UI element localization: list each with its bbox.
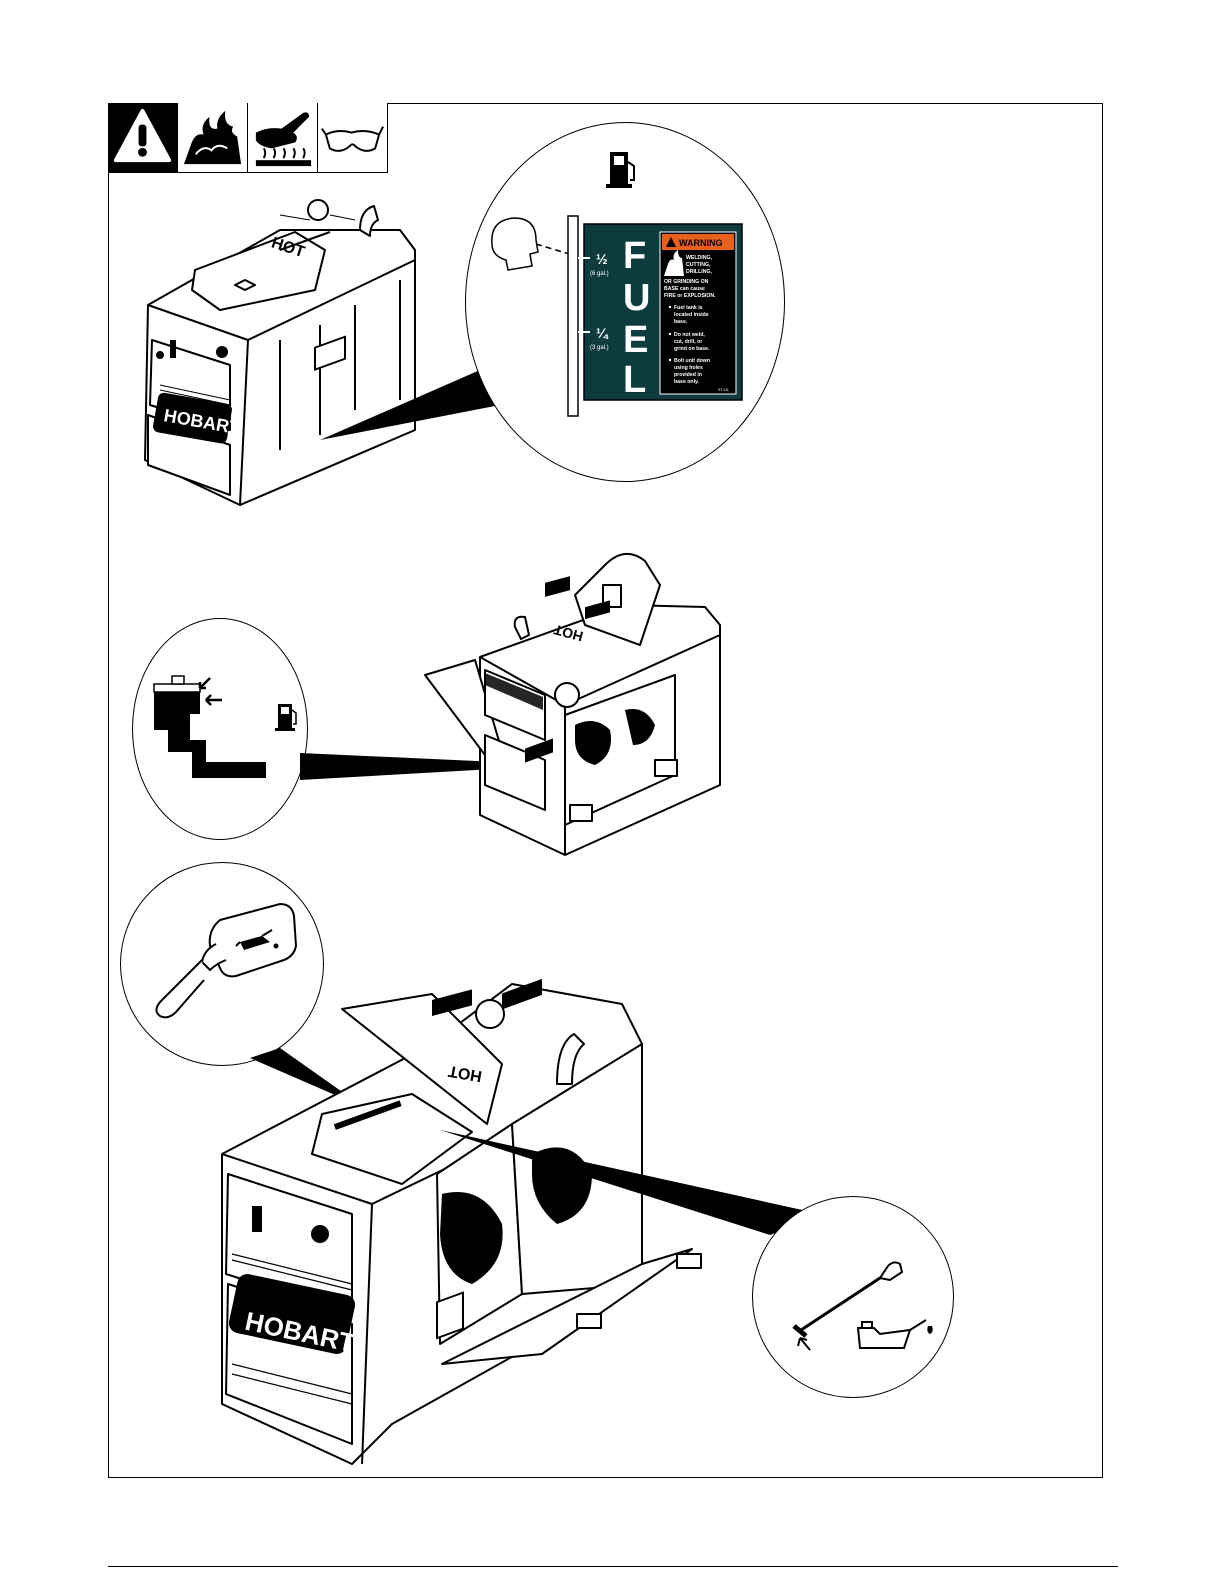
page-footer-rule [108, 1566, 1118, 1567]
warning-bullet-line: base. [674, 319, 688, 325]
quarter-mark: ¼ [596, 325, 609, 341]
fuel-pump-icon [275, 704, 296, 731]
level-arrow-icon [798, 1338, 810, 1350]
warning-line: CUTTING, [686, 262, 711, 268]
label-code: ST-111 [718, 388, 729, 392]
warning-bullet-line: Fuel tank is [674, 305, 703, 311]
fill-arrow-icon [200, 678, 210, 688]
warning-line: BASE can cause [664, 286, 705, 292]
fuel-tank-fill-detail [148, 660, 308, 800]
warning-bullet-line: cut, drill, or [674, 339, 702, 345]
fire-icon [178, 103, 248, 173]
warning-bullet-line: provided in [674, 372, 702, 378]
hot-surface-burn-icon [248, 103, 318, 173]
warning-header: WARNING [679, 238, 723, 248]
warning-line: DRILLING, [686, 269, 712, 275]
dipstick-detail [770, 1250, 940, 1360]
warning-bullet-line: Bolt unit down [674, 358, 710, 364]
safety-glasses-icon [318, 103, 388, 173]
fuel-letter-f: F [623, 235, 646, 277]
warning-bullet-line: using holes [674, 365, 703, 371]
dipstick-icon [794, 1262, 902, 1336]
warning-line: OR GRINDING ON [664, 279, 709, 285]
warning-bullet-line: located inside [674, 312, 709, 318]
eye-level-head-icon [492, 218, 576, 270]
warning-bullet-line: Do not weld, [674, 332, 705, 338]
fuel-letter-u: U [623, 277, 650, 319]
welder-generator-closed: HOBART HOT [130, 190, 430, 520]
fuel-gauge-detail: ½ (6 gal.) ¼ (3 gal.) F U E L WARNING WE… [480, 140, 770, 470]
hazard-symbols [108, 103, 388, 174]
callout-leader [440, 1130, 830, 1240]
oil-can-icon [858, 1320, 933, 1348]
half-mark: ½ [596, 251, 608, 267]
welder-generator-rear-open: HOT [425, 545, 725, 860]
warning-bullet-line: base only. [674, 379, 700, 385]
warning-line: FIRE or EXPLOSION. [664, 293, 716, 299]
quarter-volume: (3 gal.) [590, 345, 609, 351]
warning-triangle-icon [108, 103, 178, 173]
half-volume: (6 gal.) [590, 271, 609, 277]
fuel-pump-icon [606, 152, 634, 188]
fuel-letter-e: E [623, 319, 648, 361]
level-arrow-icon [206, 695, 222, 705]
fuel-sight-tube [568, 216, 578, 416]
warning-bullet-line: grind on base. [674, 346, 710, 352]
warning-line: WELDING, [686, 255, 712, 261]
fuel-letter-l: L [623, 359, 646, 401]
